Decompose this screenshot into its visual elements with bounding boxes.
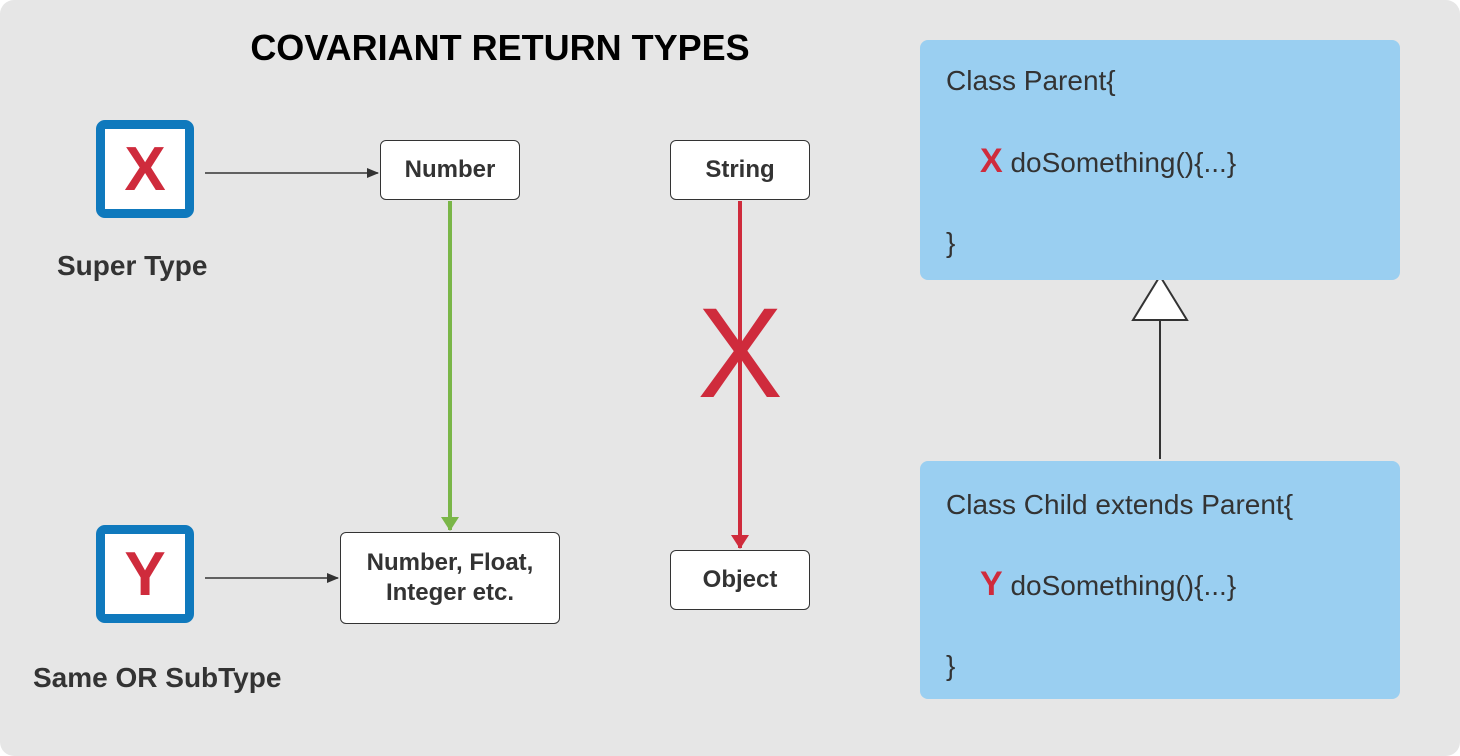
number-node: Number — [380, 140, 520, 200]
parent-class-header: Class Parent{ — [946, 65, 1116, 96]
object-node: Object — [670, 550, 810, 610]
parent-return-type: X — [980, 142, 1003, 180]
super-type-box: X — [96, 120, 194, 218]
object-node-label: Object — [702, 566, 778, 593]
child-class-panel: Class Child extends Parent{ Y doSomethin… — [920, 461, 1400, 699]
parent-class-panel: Class Parent{ X doSomething(){...} } — [920, 40, 1400, 280]
inheritance-triangle-icon — [1131, 274, 1189, 321]
parent-method-line: X doSomething(){...} — [980, 144, 1236, 180]
child-method-line: Y doSomething(){...} — [980, 567, 1236, 603]
string-node-label: String — [705, 156, 775, 183]
child-class-header: Class Child extends Parent{ — [946, 489, 1294, 520]
super-type-letter: X — [124, 134, 166, 204]
child-class-closing: } — [946, 650, 956, 681]
sub-type-letter: Y — [124, 539, 166, 609]
subtypes-node-line2: Integer etc. — [385, 579, 515, 606]
diagram-title: COVARIANT RETURN TYPES — [250, 27, 750, 68]
parent-class-closing: } — [946, 227, 956, 258]
subtypes-node: Number, Float, Integer etc. — [340, 532, 560, 624]
subtypes-node-line1: Number, Float, — [366, 549, 534, 576]
invalid-cross-mark: X — [697, 282, 782, 425]
string-node: String — [670, 140, 810, 200]
parent-method-name: doSomething(){...} — [1010, 147, 1237, 178]
child-return-type: Y — [980, 565, 1003, 603]
sub-type-caption: Same OR SubType — [33, 662, 282, 693]
sub-type-box: Y — [96, 525, 194, 623]
child-method-name: doSomething(){...} — [1010, 570, 1237, 601]
super-type-caption: Super Type — [57, 250, 208, 281]
number-node-label: Number — [404, 156, 496, 183]
